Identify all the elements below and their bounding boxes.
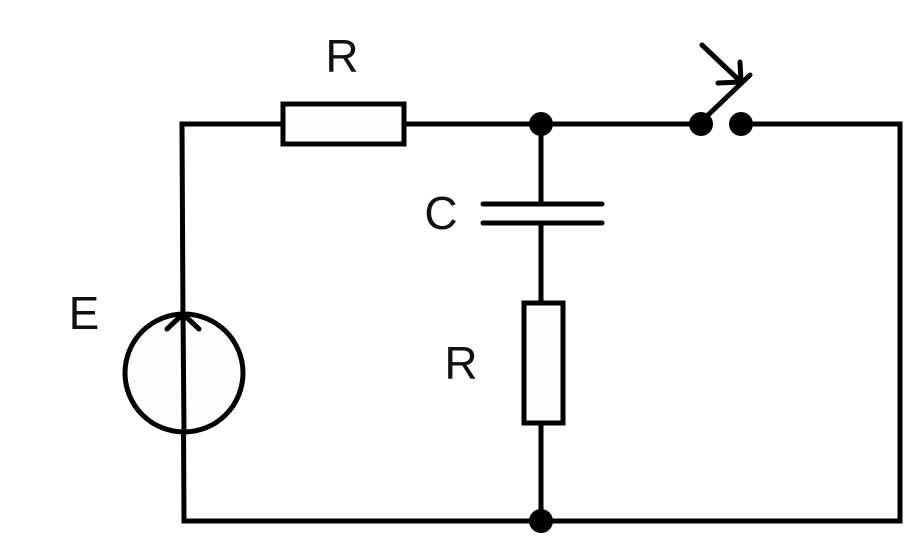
switch-arrow-icon [699,42,744,85]
top-resistor-label: R [325,30,358,82]
junction-bottom [529,509,553,533]
top-resistor [280,101,407,147]
switch [689,42,753,136]
source-arrow-icon [164,311,202,332]
voltage-source [122,311,246,435]
branch-resistor [521,300,566,426]
branch-resistor-label: R [444,337,477,389]
junction-top [529,112,553,136]
capacitor-label: C [424,187,457,239]
source-label: E [69,287,100,339]
